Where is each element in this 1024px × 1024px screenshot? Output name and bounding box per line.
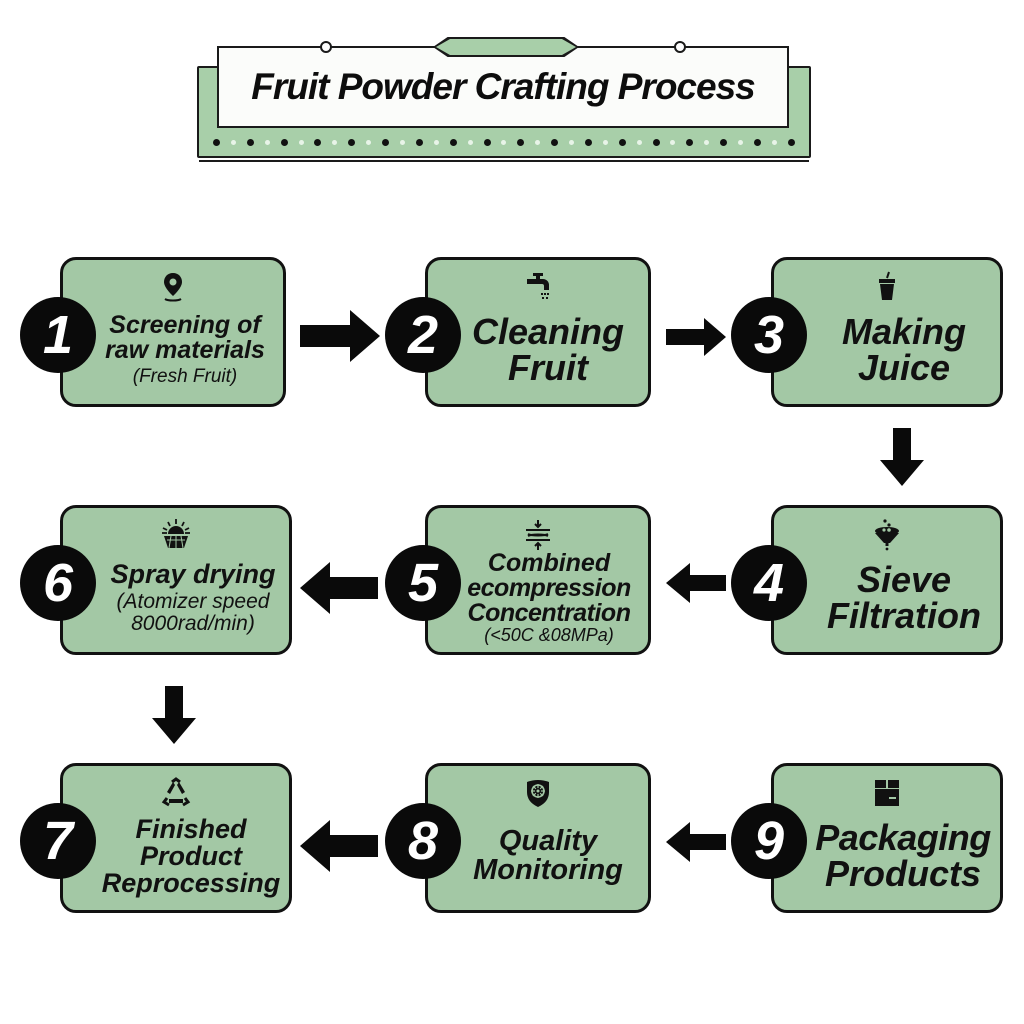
juice-cup-icon bbox=[774, 270, 1000, 304]
step-5-badge: 5 bbox=[385, 545, 461, 621]
shield-gear-icon bbox=[428, 776, 648, 810]
banner-top-tab bbox=[433, 37, 579, 57]
arrow-right-1-to-2 bbox=[300, 310, 380, 362]
step-8-box: Quality Monitoring bbox=[425, 763, 651, 913]
step-8-title-line-2: Monitoring bbox=[473, 854, 623, 886]
step-9-title-line-1: Packaging bbox=[815, 817, 991, 858]
page-title: Fruit Powder Crafting Process bbox=[251, 66, 756, 107]
step-2-box: Cleaning Fruit bbox=[425, 257, 651, 407]
sun-drying-icon bbox=[63, 518, 289, 552]
step-3-badge: 3 bbox=[731, 297, 807, 373]
arrow-left-9-to-8 bbox=[666, 822, 726, 862]
step-6-title-line-1: Spray drying bbox=[110, 558, 276, 589]
step-5-title-line-3: Concentration bbox=[467, 599, 631, 628]
step-9-badge: 9 bbox=[731, 803, 807, 879]
step-9-title-line-2: Products bbox=[824, 853, 982, 894]
step-2-title-line-1: Cleaning bbox=[471, 311, 624, 352]
step-1-badge: 1 bbox=[20, 297, 96, 373]
step-6-subtitle-line-2: 8000rad/min) bbox=[131, 612, 255, 635]
step-3-box: Making Juice bbox=[771, 257, 1003, 407]
step-4-badge: 4 bbox=[731, 545, 807, 621]
step-4-box: Sieve Filtration bbox=[771, 505, 1003, 655]
step-5-title-line-2: ecompression bbox=[467, 574, 631, 603]
arrow-down-3-to-4 bbox=[880, 428, 924, 486]
box-package-icon bbox=[774, 776, 1000, 810]
step-8-badge: 8 bbox=[385, 803, 461, 879]
step-1-title-line-2: raw materials bbox=[105, 336, 265, 365]
step-8-title-line-1: Quality bbox=[498, 825, 598, 857]
step-6-subtitle-line-1: (Atomizer speed bbox=[116, 589, 270, 613]
step-5-box: Combined ecompression Concentration (<50… bbox=[425, 505, 651, 655]
step-7-title-line-1: Finished bbox=[135, 813, 247, 844]
step-6-badge: 6 bbox=[20, 545, 96, 621]
step-3-title-line-2: Juice bbox=[857, 347, 951, 388]
step-4-title-line-1: Sieve bbox=[856, 559, 952, 600]
sieve-funnel-icon bbox=[774, 518, 1000, 552]
banner-white-panel bbox=[217, 46, 789, 128]
arrow-left-8-to-7 bbox=[300, 820, 378, 872]
compression-icon bbox=[428, 518, 648, 552]
title-banner: Fruit Powder Crafting Process bbox=[197, 40, 811, 162]
step-6-box: Spray drying (Atomizer speed 8000rad/min… bbox=[60, 505, 292, 655]
step-7-title-line-2: Product bbox=[139, 840, 242, 871]
step-4-title-line-2: Filtration bbox=[827, 595, 981, 636]
step-5-subtitle: (<50C &08MPa) bbox=[484, 625, 614, 646]
step-9-box: Packaging Products bbox=[771, 763, 1003, 913]
step-3-title-line-1: Making bbox=[841, 311, 966, 352]
step-2-title-line-2: Fruit bbox=[508, 347, 588, 388]
faucet-icon bbox=[428, 270, 648, 304]
location-pin-icon bbox=[63, 270, 283, 304]
arrow-left-5-to-6 bbox=[300, 562, 378, 614]
arrow-down-6-to-7 bbox=[152, 686, 196, 744]
step-7-box: Finished Product Reprocessing bbox=[60, 763, 292, 913]
step-7-badge: 7 bbox=[20, 803, 96, 879]
step-2-badge: 2 bbox=[385, 297, 461, 373]
recycle-icon bbox=[63, 776, 289, 810]
banner-dot-row bbox=[213, 138, 795, 146]
step-7-title-line-3: Reprocessing bbox=[101, 867, 281, 898]
step-1-subtitle: (Fresh Fruit) bbox=[132, 366, 238, 388]
step-1-title-line-1: Screening of bbox=[109, 311, 261, 340]
step-5-title-line-1: Combined bbox=[487, 549, 611, 578]
arrow-left-4-to-5 bbox=[666, 563, 726, 603]
banner-ring-left bbox=[320, 41, 332, 53]
step-1-box: Screening of raw materials (Fresh Fruit) bbox=[60, 257, 286, 407]
banner-ring-right bbox=[674, 41, 686, 53]
arrow-right-2-to-3 bbox=[666, 318, 726, 356]
